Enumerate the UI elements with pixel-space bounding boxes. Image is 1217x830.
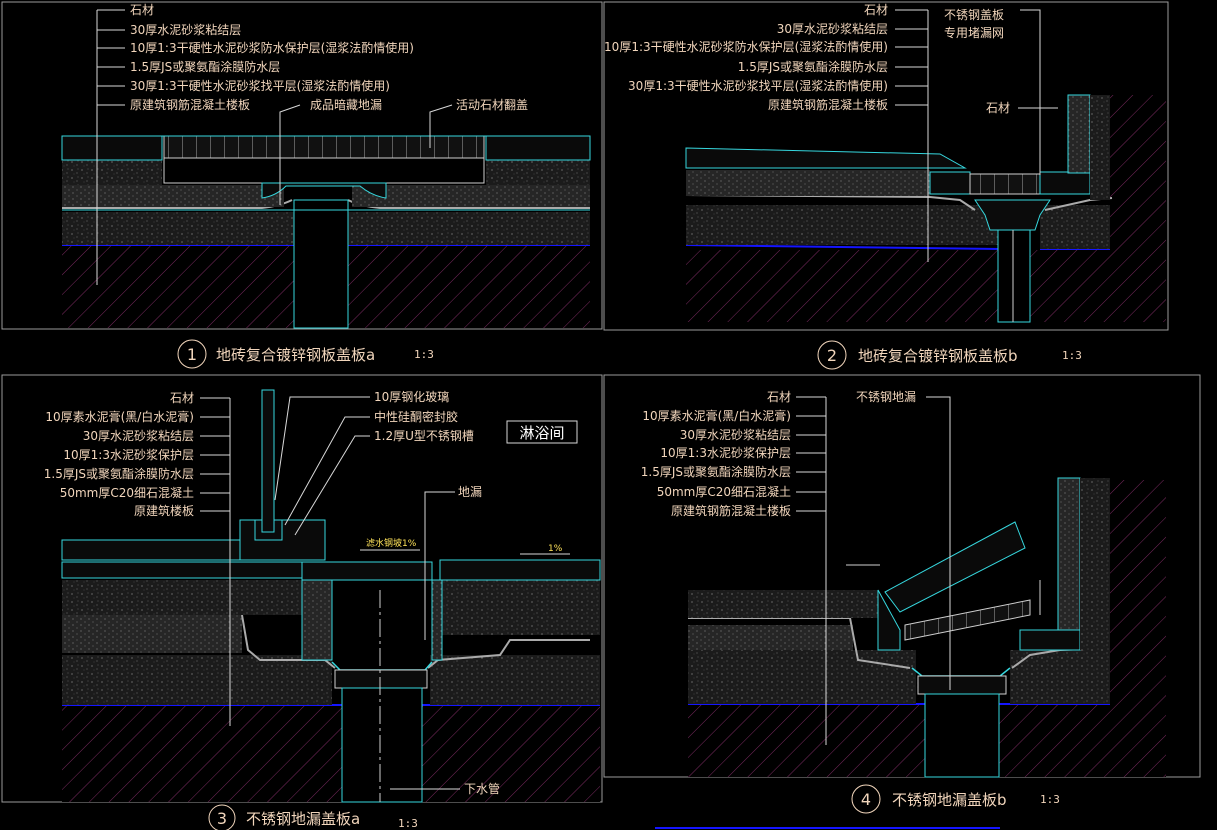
p1-label-slab: 原建筑钢筋混凝土楼板	[130, 97, 250, 112]
p3-slope-1: 滤水钢坡1%	[366, 537, 417, 549]
p1-title: 地砖复合镀锌钢板盖板a	[216, 346, 375, 364]
panel-3-leaders	[200, 396, 460, 790]
p3-room-box	[506, 420, 578, 444]
p1-label-bond: 30厚水泥砂浆粘结层	[130, 22, 241, 37]
p2-scale: 1:3	[1062, 349, 1082, 362]
p3-room-label: 淋浴间	[519, 424, 564, 442]
p2-label-stone: 石材	[864, 3, 888, 17]
panel-1-title: 1 地砖复合镀锌钢板盖板a 1:3	[177, 339, 434, 369]
p3-title: 不锈钢地漏盖板a	[246, 810, 360, 828]
p4-label-protect: 10厚1:3水泥砂浆保护层	[660, 445, 791, 460]
p2-label-waterproof: 1.5厚JS或聚氨酯涂膜防水层	[738, 59, 888, 74]
panel-1-leaders	[96, 9, 453, 285]
p3-label-u-channel: 1.2厚U型不锈钢槽	[374, 429, 474, 443]
p3-slope-2: 1%	[548, 544, 563, 554]
p3-number-circle	[208, 804, 236, 830]
p4-scale: 1:3	[1040, 793, 1060, 806]
panel-3-title: 3 不锈钢地漏盖板a 1:3	[208, 804, 418, 830]
p2-label-steel-cover: 不锈钢盖板	[944, 8, 1004, 22]
p2-label-mesh: 专用堵漏网	[944, 25, 1004, 40]
panel-1-section	[61, 135, 591, 329]
panel-3-section	[61, 389, 601, 803]
p4-label-concrete: 50mm厚C20细石混凝土	[657, 484, 791, 499]
panel-4-title: 4 不锈钢地漏盖板b 1:3	[851, 784, 1060, 814]
p1-label-level: 30厚1:3干硬性水泥砂浆找平层(湿浆法酌情使用)	[130, 78, 390, 93]
panel-2-labels: 石材 30厚水泥砂浆粘结层 10厚1:3干硬性水泥砂浆防水保护层(湿浆法酌情使用…	[604, 3, 1010, 115]
p4-title: 不锈钢地漏盖板b	[892, 791, 1007, 809]
p1-number-circle	[177, 339, 207, 369]
p3-number: 3	[217, 809, 227, 828]
p4-label-waterproof: 1.5厚JS或聚氨酯涂膜防水层	[641, 464, 791, 479]
p1-label-protect: 10厚1:3干硬性水泥砂浆防水保护层(湿浆法酌情使用)	[130, 40, 414, 55]
p1-label-drain: 成品暗藏地漏	[310, 97, 382, 112]
p2-label-protect: 10厚1:3干硬性水泥砂浆防水保护层(湿浆法酌情使用)	[604, 39, 888, 54]
p1-scale: 1:3	[414, 348, 434, 361]
p3-label-cement-paste: 10厚素水泥膏(黑/白水泥膏)	[45, 409, 194, 424]
panel-2-section	[685, 94, 1166, 323]
p4-label-drain: 不锈钢地漏	[856, 390, 916, 404]
p2-number: 2	[827, 346, 837, 365]
p1-label-cover: 活动石材翻盖	[456, 98, 528, 112]
p3-label-protect: 10厚1:3水泥砂浆保护层	[63, 447, 194, 462]
p3-label-glass: 10厚钢化玻璃	[374, 390, 449, 404]
p2-label-slab: 原建筑钢筋混凝土楼板	[768, 97, 888, 112]
panel-1-labels: 石材 30厚水泥砂浆粘结层 10厚1:3干硬性水泥砂浆防水保护层(湿浆法酌情使用…	[130, 3, 528, 112]
p4-label-bond: 30厚水泥砂浆粘结层	[680, 427, 791, 442]
p4-label-slab: 原建筑钢筋混凝土楼板	[671, 503, 791, 518]
p2-label-stone-side: 石材	[986, 101, 1010, 115]
p3-label-bond: 30厚水泥砂浆粘结层	[83, 428, 194, 443]
p3-label-slab: 原建筑楼板	[134, 503, 194, 518]
p1-number: 1	[187, 345, 197, 364]
p2-label-level: 30厚1:3干硬性水泥砂浆找平层(湿浆法酌情使用)	[628, 78, 888, 93]
p1-label-stone: 石材	[130, 3, 154, 17]
p3-label-pipe: 下水管	[464, 781, 500, 796]
panel-4-leaders	[796, 396, 951, 745]
p4-label-cement-paste: 10厚素水泥膏(黑/白水泥膏)	[642, 408, 791, 423]
p3-label-stone: 石材	[170, 391, 194, 405]
p2-label-bond: 30厚水泥砂浆粘结层	[777, 21, 888, 36]
p2-title: 地砖复合镀锌钢板盖板b	[858, 347, 1018, 365]
panel-2-leaders	[895, 9, 1058, 262]
p3-label-concrete: 50mm厚C20细石混凝土	[60, 485, 194, 500]
p3-label-sealant: 中性硅酮密封胶	[374, 409, 458, 424]
p3-label-waterproof: 1.5厚JS或聚氨酯涂膜防水层	[44, 466, 194, 481]
p3-label-drain: 地漏	[458, 485, 482, 499]
p3-scale: 1:3	[398, 817, 418, 830]
p2-number-circle	[817, 340, 847, 370]
panel-2-title: 2 地砖复合镀锌钢板盖板b 1:3	[817, 340, 1082, 370]
p4-number: 4	[861, 790, 871, 809]
p4-label-stone: 石材	[767, 390, 791, 404]
p1-label-waterproof: 1.5厚JS或聚氨酯涂膜防水层	[130, 59, 280, 74]
p4-number-circle	[851, 784, 881, 814]
panel-3-labels: 石材 10厚素水泥膏(黑/白水泥膏) 30厚水泥砂浆粘结层 10厚1:3水泥砂浆…	[44, 390, 578, 796]
panel-4-section	[688, 477, 1166, 778]
panel-4-labels: 石材 10厚素水泥膏(黑/白水泥膏) 30厚水泥砂浆粘结层 10厚1:3水泥砂浆…	[641, 390, 916, 518]
